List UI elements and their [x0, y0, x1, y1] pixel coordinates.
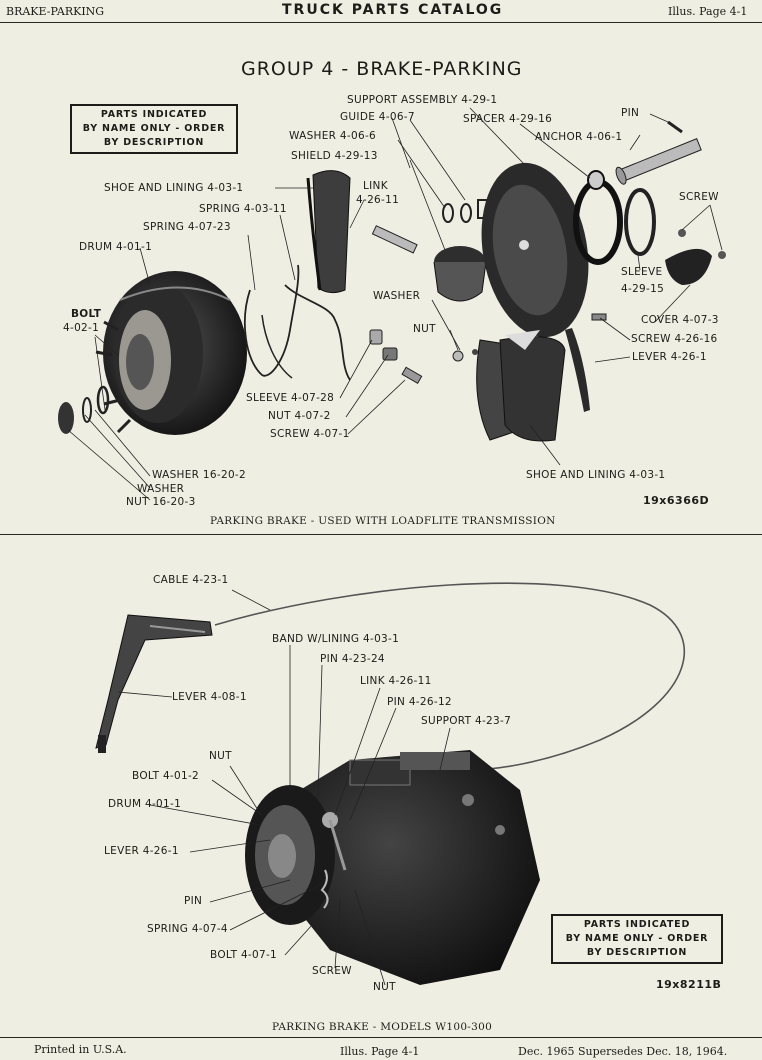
label-support-assembly: SUPPORT ASSEMBLY 4-29-1 — [347, 94, 498, 106]
spacer-part — [573, 179, 623, 265]
label-screw-407: SCREW 4-07-1 — [270, 428, 350, 440]
label-pin: PIN — [184, 895, 203, 907]
label-drum: DRUM 4-01-1 — [108, 798, 182, 810]
label-bolt-401: BOLT 4-01-2 — [132, 770, 200, 782]
label-sleeve-429-num: 4-29-15 — [621, 283, 665, 295]
anchor-part — [615, 138, 702, 185]
footer-page: Illus. Page 4-1 — [340, 1045, 420, 1058]
notice-box-top: PARTS INDICATED BY NAME ONLY - ORDER BY … — [70, 104, 238, 154]
footer-date: Dec. 1965 Supersedes Dec. 18, 1964. — [518, 1045, 728, 1058]
label-spacer: SPACER 4-29-16 — [463, 113, 553, 125]
label-washer-plain: WASHER — [137, 483, 185, 495]
nut-part — [58, 402, 74, 434]
label-nut: NUT — [209, 750, 232, 762]
leader-lines — [117, 589, 451, 986]
label-screw-top: SCREW — [679, 191, 719, 203]
label-pin-426: PIN 4-26-12 — [387, 696, 452, 708]
cable-part — [214, 582, 686, 771]
label-anchor: ANCHOR 4-06-1 — [535, 131, 623, 143]
label-washer-1620: WASHER 16-20-2 — [152, 469, 246, 481]
spring-part — [284, 284, 351, 381]
label-shoe-lining-2: SHOE AND LINING 4-03-1 — [526, 469, 666, 481]
label-link: LINK — [363, 180, 388, 192]
sleeve-part — [624, 188, 656, 256]
notice-line: BY NAME ONLY - ORDER — [565, 933, 709, 944]
label-shoe-lining-1: SHOE AND LINING 4-03-1 — [104, 182, 244, 194]
group-title: GROUP 4 - BRAKE-PARKING — [241, 58, 523, 80]
label-band: BAND W/LINING 4-03-1 — [272, 633, 400, 645]
label-link-num: 4-26-11 — [356, 194, 400, 206]
pin-part — [667, 120, 683, 134]
label-screw-426: SCREW 4-26-16 — [631, 333, 718, 345]
label-lever-408: LEVER 4-08-1 — [172, 691, 247, 703]
cover-part — [665, 248, 712, 285]
lever-part — [565, 328, 590, 412]
notice-line: PARTS INDICATED — [100, 109, 208, 120]
notice-box-bottom: PARTS INDICATED BY NAME ONLY - ORDER BY … — [551, 914, 723, 964]
header-page: Illus. Page 4-1 — [668, 5, 748, 18]
notice-line: PARTS INDICATED — [583, 919, 691, 930]
label-bolt-407: BOLT 4-07-1 — [210, 949, 278, 961]
label-bolt: BOLT — [71, 308, 102, 320]
label-nut-407: NUT 4-07-2 — [268, 410, 331, 422]
washer-part — [96, 385, 110, 415]
notice-line: BY DESCRIPTION — [103, 137, 205, 148]
notice-line: BY DESCRIPTION — [586, 947, 688, 958]
header-section: BRAKE-PARKING — [6, 5, 105, 18]
label-drum: DRUM 4-01-1 — [79, 241, 153, 253]
footer-rule — [0, 1037, 762, 1038]
label-screw: SCREW — [312, 965, 352, 977]
label-nut2: NUT — [373, 981, 396, 993]
header-rule — [0, 22, 762, 23]
label-lever-426: LEVER 4-26-1 — [632, 351, 707, 363]
spring-part — [244, 264, 300, 377]
label-sleeve-429: SLEEVE — [621, 266, 663, 278]
illus-number-top: 19x6366D — [643, 494, 710, 507]
caption-bottom: PARKING BRAKE - MODELS W100-300 — [272, 1021, 493, 1033]
label-shield: SHIELD 4-29-13 — [291, 150, 378, 162]
label-washer: WASHER — [373, 290, 421, 302]
section-rule — [0, 534, 762, 535]
label-spring: SPRING 4-07-4 — [147, 923, 228, 935]
transmission-illustration — [245, 750, 540, 985]
label-pin: PIN — [621, 107, 640, 119]
label-support-423: SUPPORT 4-23-7 — [421, 715, 512, 727]
footer-printed: Printed in U.S.A. — [34, 1043, 127, 1056]
notice-line: BY NAME ONLY - ORDER — [82, 123, 226, 134]
parking-lever-illustration — [95, 614, 213, 753]
label-nut-1620: NUT 16-20-3 — [126, 496, 196, 508]
drum-illustration — [95, 271, 247, 435]
label-sleeve-407: SLEEVE 4-07-28 — [246, 392, 335, 404]
label-guide: GUIDE 4-06-7 — [340, 111, 415, 123]
label-pin-423: PIN 4-23-24 — [320, 653, 385, 665]
label-lever-426: LEVER 4-26-1 — [104, 845, 179, 857]
shoe-lining-part — [312, 170, 351, 294]
label-bolt-num: 4-02-1 — [63, 322, 100, 334]
illus-number-bottom: 19x8211B — [656, 978, 722, 991]
label-cable: CABLE 4-23-1 — [153, 574, 229, 586]
caption-top: PARKING BRAKE - USED WITH LOADFLITE TRAN… — [210, 515, 556, 527]
label-link-426: LINK 4-26-11 — [360, 675, 432, 687]
washer-part — [82, 397, 92, 423]
label-nut: NUT — [413, 323, 436, 335]
label-spring-403: SPRING 4-03-11 — [199, 203, 287, 215]
catalog-title: TRUCK PARTS CATALOG — [282, 2, 504, 18]
leader-lines — [67, 107, 723, 501]
label-spring-407: SPRING 4-07-23 — [143, 221, 231, 233]
link-part — [371, 225, 418, 254]
label-washer-406: WASHER 4-06-6 — [289, 130, 377, 142]
label-cover: COVER 4-07-3 — [641, 314, 719, 326]
